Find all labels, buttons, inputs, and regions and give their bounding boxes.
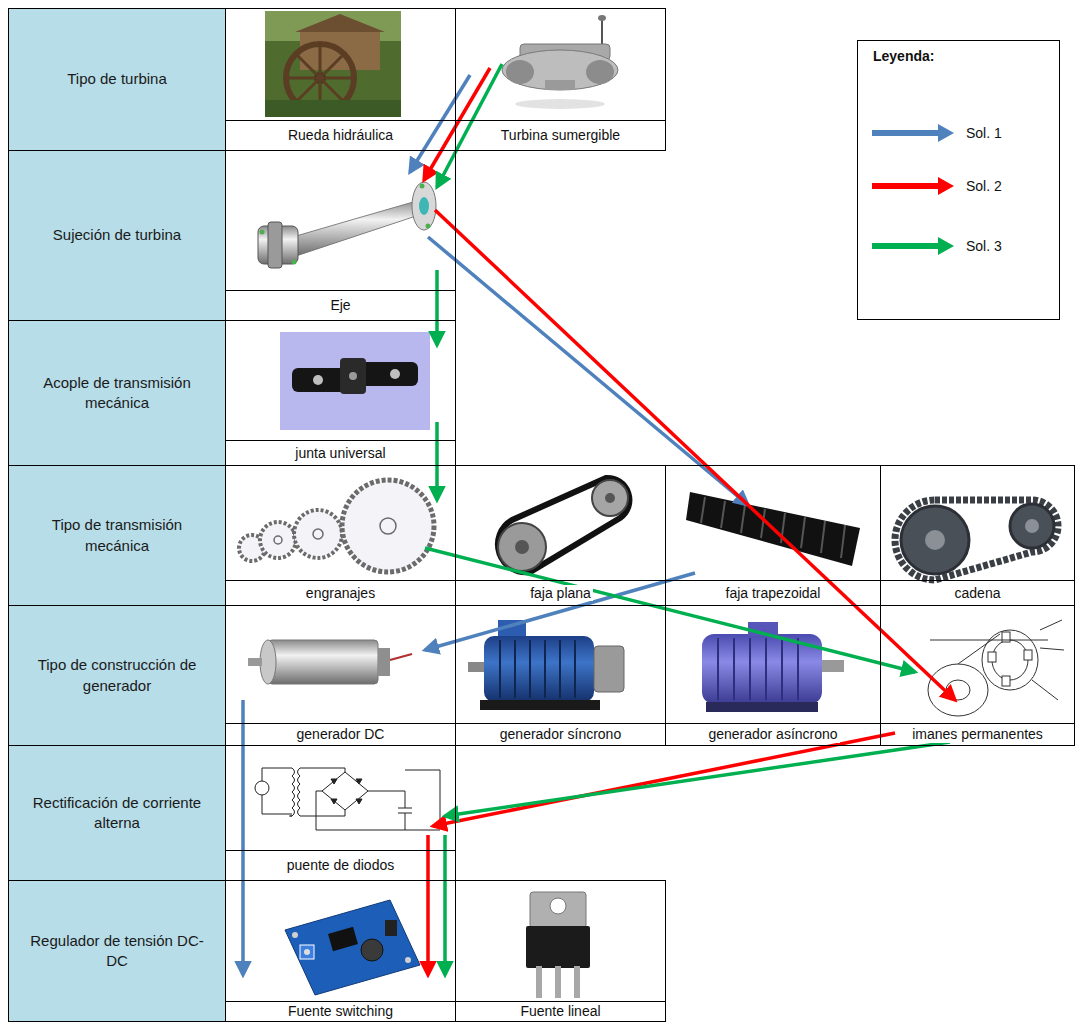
legend-text: Sol. 3 xyxy=(966,238,1002,254)
caption-band: engranajes xyxy=(226,580,455,605)
universal-joint-picture xyxy=(280,332,430,430)
row-header: Tipo de turbina xyxy=(8,8,226,151)
option-cell: puente de diodos xyxy=(225,745,456,881)
option-caption: cadena xyxy=(953,585,1003,602)
option-caption: engranajes xyxy=(304,585,377,602)
caption-band: generador síncrono xyxy=(456,723,665,745)
caption-band: junta universal xyxy=(226,440,455,465)
switching-module-picture xyxy=(285,900,420,995)
legend-title: Leyenda: xyxy=(873,48,934,64)
option-caption: Fuente lineal xyxy=(518,1003,602,1020)
legend-arrow xyxy=(870,174,956,198)
option-caption: faja trapezoidal xyxy=(724,585,823,602)
legend-entry: Sol. 1 xyxy=(870,121,1002,145)
option-caption: Eje xyxy=(328,297,352,314)
solution-arrow xyxy=(425,548,915,672)
synchronous-generator-picture xyxy=(468,620,624,710)
legend-arrow xyxy=(870,234,956,258)
option-caption: faja plana xyxy=(528,585,593,602)
dc-generator-picture xyxy=(248,640,412,684)
row-header-text: Tipo de transmisión mecánica xyxy=(21,515,213,556)
shaft-picture xyxy=(258,182,436,268)
caption-band: Fuente switching xyxy=(226,1001,455,1021)
option-cell: faja trapezoidal xyxy=(665,465,881,606)
option-cell: Turbina sumergible xyxy=(455,8,666,151)
solution-arrow xyxy=(435,422,439,500)
caption-band: faja plana xyxy=(456,580,665,605)
option-caption: Turbina sumergible xyxy=(499,127,622,144)
solution-arrow xyxy=(433,733,895,826)
solution-arrow xyxy=(426,835,430,975)
row-header: Tipo de construcción de generador xyxy=(8,605,226,746)
solution-arrow xyxy=(437,64,502,187)
caption-band: cadena xyxy=(881,580,1074,605)
row-header: Tipo de transmisión mecánica xyxy=(8,465,226,606)
row-header-text: Tipo de turbina xyxy=(67,69,167,89)
caption-band: Fuente lineal xyxy=(456,1001,665,1021)
solution-arrow xyxy=(241,700,245,975)
solution-arrow xyxy=(435,270,439,345)
option-cell: Fuente switching xyxy=(225,880,456,1022)
gears-picture xyxy=(239,480,434,572)
caption-band: puente de diodos xyxy=(226,850,455,880)
solution-arrow xyxy=(424,68,490,180)
permanent-magnet-generator-drawing xyxy=(928,620,1064,716)
option-cell: faja plana xyxy=(455,465,666,606)
option-caption: Fuente switching xyxy=(286,1003,395,1020)
row-header: Acople de transmisión mecánica xyxy=(8,320,226,466)
solution-arrow xyxy=(443,835,447,975)
legend-entry: Sol. 3 xyxy=(870,234,1002,258)
legend-text: Sol. 1 xyxy=(966,125,1002,141)
solution-arrow xyxy=(425,573,695,650)
legend-arrow xyxy=(870,121,956,145)
caption-band: imanes permanentes xyxy=(881,723,1074,745)
option-cell: Rueda hidráulica xyxy=(225,8,456,151)
caption-band: faja trapezoidal xyxy=(666,580,880,605)
option-caption: imanes permanentes xyxy=(910,726,1045,743)
row-header-text: Sujeción de turbina xyxy=(53,225,181,245)
option-caption: Rueda hidráulica xyxy=(286,127,395,144)
option-caption: generador DC xyxy=(295,726,387,743)
submersible-turbine-picture xyxy=(502,15,618,109)
solution-arrow xyxy=(445,742,950,816)
option-caption: junta universal xyxy=(293,445,387,462)
option-cell: generador DC xyxy=(225,605,456,746)
row-header-text: Acople de transmisión mecánica xyxy=(21,373,213,414)
option-caption: generador asíncrono xyxy=(706,726,839,743)
row-header-text: Tipo de construcción de generador xyxy=(21,655,213,696)
row-header-text: Rectificación de corriente alterna xyxy=(21,793,213,834)
row-header-text: Regulador de tensión DC-DC xyxy=(21,931,213,972)
option-caption: generador síncrono xyxy=(498,726,623,743)
option-cell: generador asíncrono xyxy=(665,605,881,746)
diode-bridge-schematic xyxy=(255,768,440,830)
option-cell: Fuente lineal xyxy=(455,880,666,1022)
option-cell: generador síncrono xyxy=(455,605,666,746)
flat-belt-picture xyxy=(498,478,630,572)
water-wheel-photo xyxy=(265,11,401,117)
caption-band: generador asíncrono xyxy=(666,723,880,745)
linear-regulator-picture xyxy=(526,892,590,998)
option-cell: cadena xyxy=(880,465,1075,606)
caption-band: generador DC xyxy=(226,723,455,745)
solution-arrow xyxy=(410,75,470,172)
caption-band: Turbina sumergible xyxy=(456,120,665,150)
legend-text: Sol. 2 xyxy=(966,178,1002,194)
legend-box xyxy=(857,40,1060,320)
option-cell: imanes permanentes xyxy=(880,605,1075,746)
caption-band: Eje xyxy=(226,290,455,320)
option-cell: engranajes xyxy=(225,465,456,606)
row-header: Regulador de tensión DC-DC xyxy=(8,880,226,1022)
row-header: Rectificación de corriente alterna xyxy=(8,745,226,881)
row-header: Sujeción de turbina xyxy=(8,150,226,321)
caption-band: Rueda hidráulica xyxy=(226,120,455,150)
option-caption: puente de diodos xyxy=(285,857,396,874)
chain-drive-picture xyxy=(895,500,1058,580)
option-cell: junta universal xyxy=(225,320,456,466)
legend-entry: Sol. 2 xyxy=(870,174,1002,198)
option-cell: Eje xyxy=(225,150,456,321)
